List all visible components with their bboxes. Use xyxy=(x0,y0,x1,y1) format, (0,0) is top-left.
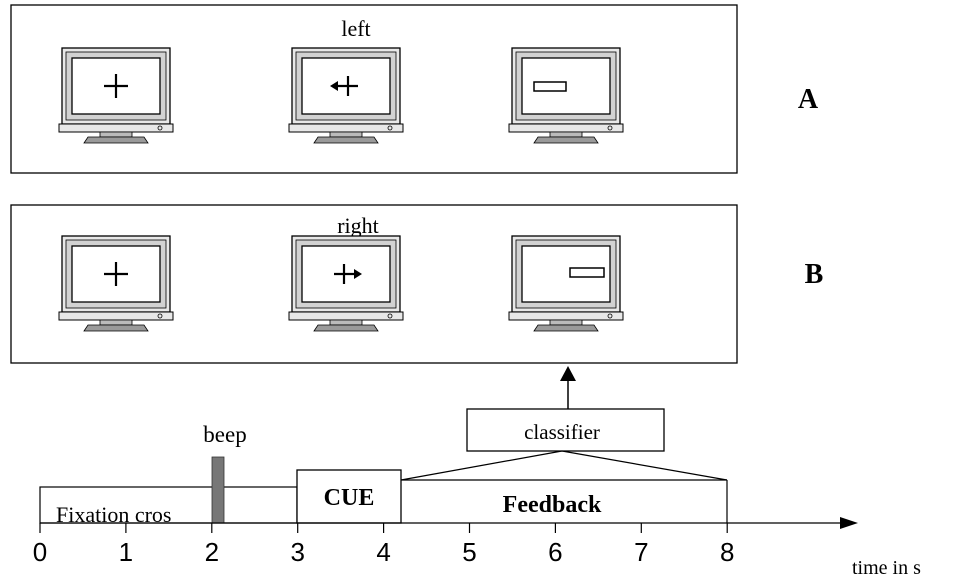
time-axis-arrow-icon xyxy=(840,517,858,529)
tick-marks xyxy=(39,523,728,533)
panel-b-label: B xyxy=(805,259,824,290)
monitor-icon xyxy=(288,47,404,144)
axis-tick-label: 5 xyxy=(462,537,476,567)
panel-b: right B xyxy=(10,204,824,364)
axis-tick-label: 1 xyxy=(119,537,133,567)
axis-tick-label: 7 xyxy=(634,537,648,567)
cue-box xyxy=(296,469,402,524)
panel-a: left A xyxy=(10,4,819,174)
monitor-icon xyxy=(508,235,624,332)
feedback-bar-left-icon xyxy=(533,81,567,92)
beep-bar xyxy=(211,456,225,524)
fixation-cross-icon xyxy=(104,262,128,286)
monitor-icon xyxy=(58,47,174,144)
timeline: classifier beep Fixation cros Feedback C… xyxy=(33,366,921,579)
panel-a-cue-label: left xyxy=(341,16,370,41)
axis-tick-label: 4 xyxy=(376,537,390,567)
axis-tick-label: 2 xyxy=(205,537,219,567)
axis-tick-label: 8 xyxy=(720,537,734,567)
panel-a-label: A xyxy=(798,84,819,115)
panel-b-cue-label: right xyxy=(337,213,379,238)
monitor-icon xyxy=(288,235,404,332)
classifier-box xyxy=(466,408,665,452)
axis-tick-label: 6 xyxy=(548,537,562,567)
left-arrow-cue-icon xyxy=(330,76,358,96)
fixation-cross-icon xyxy=(104,74,128,98)
axis-tick-label: 0 xyxy=(33,537,47,567)
classifier-link-right xyxy=(561,450,728,481)
classifier-link-left xyxy=(400,450,563,481)
monitor-icon xyxy=(58,235,174,332)
feedback-bar-right-icon xyxy=(569,267,605,278)
panel-b-frame xyxy=(10,204,738,364)
right-arrow-cue-icon xyxy=(334,264,362,284)
feedback-label: Feedback xyxy=(503,492,602,518)
panel-a-frame xyxy=(10,4,738,174)
arrow-head-icon xyxy=(560,366,576,381)
tick-labels: 0 1 2 3 4 5 6 7 8 xyxy=(33,537,735,567)
cue-label: CUE xyxy=(324,485,375,511)
axis-unit-label: time in s xyxy=(852,557,921,579)
classifier-label: classifier xyxy=(524,420,600,444)
beep-label: beep xyxy=(203,422,246,447)
axis-tick-label: 3 xyxy=(290,537,304,567)
monitor-icon xyxy=(508,47,624,144)
